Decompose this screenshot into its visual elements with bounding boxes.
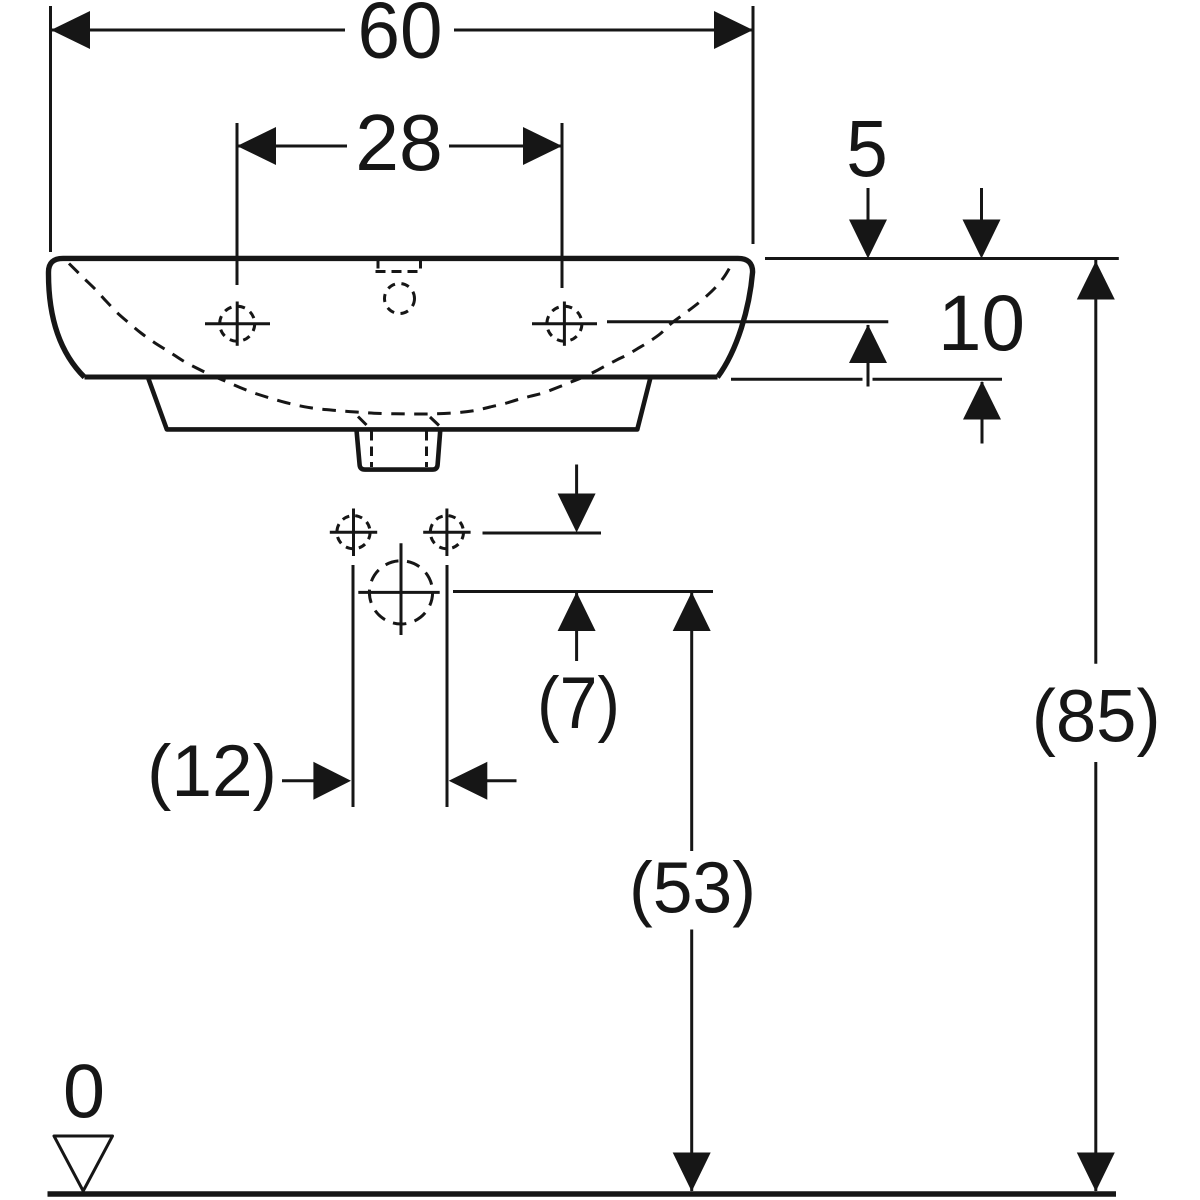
- svg-text:28: 28: [355, 98, 443, 187]
- svg-text:5: 5: [846, 104, 888, 193]
- svg-text:(12): (12): [147, 731, 277, 812]
- svg-text:60: 60: [358, 0, 443, 75]
- svg-text:0: 0: [63, 1050, 105, 1135]
- svg-text:(53): (53): [629, 849, 756, 929]
- svg-text:(7): (7): [537, 663, 620, 744]
- svg-text:10: 10: [938, 278, 1025, 367]
- svg-text:(85): (85): [1032, 675, 1161, 758]
